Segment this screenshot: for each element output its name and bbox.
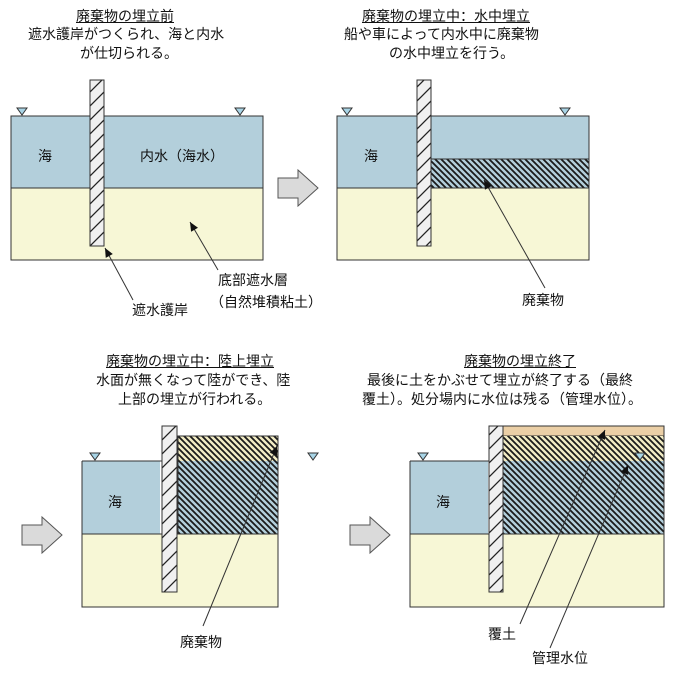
panel1-inner-water-label: 内水（海水） — [140, 149, 224, 165]
panel3-seawall — [161, 425, 178, 593]
panel2-seawall — [416, 79, 432, 247]
panel1-seawall-leader — [104, 247, 134, 301]
panel3-desc-line1: 水面が無くなって陸ができ、陸 — [96, 373, 291, 389]
process-arrow-1-icon — [277, 168, 319, 208]
panel3-title: 廃棄物の埋立中：陸上埋立 — [106, 354, 274, 370]
panel2-waste-layer — [431, 159, 589, 188]
panel4-sea-label: 海 — [436, 495, 450, 511]
panel2-desc-line1: 船や車によって内水中に廃棄物 — [344, 27, 539, 43]
panel4-cover-soil-leader-arrowhead-icon — [597, 430, 606, 440]
panel1-seawall — [89, 79, 105, 247]
panel4-cover-soil-label: 覆土 — [488, 627, 516, 643]
panel4-sea-level-marker-icon — [417, 452, 429, 461]
panel4-title: 廃棄物の埋立終了 — [464, 354, 576, 370]
panel4-desc-line1: 最後に土をかぶせて埋立が終了する（最終 — [367, 373, 633, 389]
panel2-title: 廃棄物の埋立中：水中埋立 — [362, 9, 530, 25]
panel1-seawall-leader-arrowhead-icon — [105, 248, 113, 258]
panel4-cover-soil-layer — [502, 425, 665, 437]
panel4-desc-line2: 覆土）。処分場内に水位は残る（管理水位）。 — [362, 392, 642, 408]
panel1-bottom-layer-label-2: （自然堆積粘土） — [210, 295, 322, 311]
panel1-seawall-label: 遮水護岸 — [132, 303, 188, 319]
panel4-managed-level-leader-arrowhead-icon — [620, 465, 629, 475]
panel3-sea-label: 海 — [108, 495, 122, 511]
panel1-bottom-layer-leader-arrowhead-icon — [190, 222, 198, 232]
panel1-water-level-marker-icon — [16, 107, 28, 116]
panel2-waste-leader-arrowhead-icon — [484, 180, 492, 190]
panel3-sea-water — [82, 461, 160, 534]
panel2-waste-label: 廃棄物 — [522, 293, 564, 309]
panel3-inner-level-marker-icon — [307, 452, 319, 461]
panel3-waste-leader — [202, 445, 278, 627]
panel2-clay-layer — [337, 188, 589, 260]
panel3-waste-frame — [177, 435, 279, 535]
panel4-clay-layer — [410, 534, 664, 607]
panel3-desc-line2: 上部の埋立が行われる。 — [118, 392, 272, 408]
panel3-sea-level-marker-icon — [89, 452, 101, 461]
panel4-managed-level-marker-icon — [634, 452, 646, 461]
panel2-desc-line2: の水中埋立を行う。 — [389, 46, 515, 62]
panel2-water-level-marker-icon — [341, 107, 353, 116]
panel1-sea-label: 海 — [38, 149, 52, 165]
panel1-bottom-layer-leader — [189, 221, 219, 271]
process-arrow-2-icon — [21, 515, 63, 555]
panel4-cover-soil-leader — [519, 429, 606, 625]
panel3-clay-layer — [82, 534, 278, 607]
panel2-waste-leader — [483, 179, 546, 289]
panel4-waste-below-water — [503, 461, 664, 534]
panel1-desc-line1: 遮水護岸がつくられ、海と内水 — [28, 27, 225, 43]
panel3-waste-below-water — [178, 461, 278, 534]
panel1-sea-water — [11, 116, 263, 188]
panel1-desc-line2: が仕切られる。 — [80, 46, 178, 62]
panel1-title: 廃棄物の埋立前 — [76, 9, 174, 25]
panel2-sea-label: 海 — [364, 149, 378, 165]
panel1-water-level-marker-icon — [234, 107, 246, 116]
panel2-water-level-marker-icon — [559, 107, 571, 116]
panel3-waste-leader-arrowhead-icon — [269, 446, 278, 456]
panel4-seawall — [488, 425, 504, 593]
panel4-managed-level-label: 管理水位 — [532, 651, 588, 667]
panel4-sea-water — [410, 461, 488, 534]
process-arrow-3-icon — [349, 515, 391, 555]
panel3-waste-above-water — [178, 436, 278, 461]
panel3-waste-label: 廃棄物 — [180, 635, 222, 651]
panel1-bottom-layer-label-1: 底部遮水層 — [218, 273, 288, 289]
panel1-clay-layer — [11, 188, 263, 260]
panel4-managed-level-leader — [549, 464, 629, 649]
